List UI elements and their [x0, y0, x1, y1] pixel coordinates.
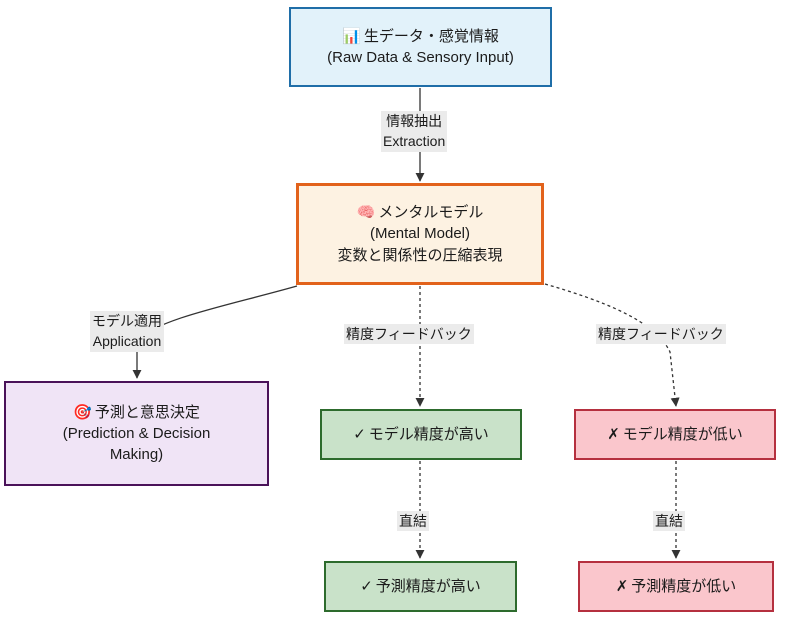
- node-model-high-line-1: ✓モデル精度が高い: [353, 424, 489, 443]
- edge-label-extraction-line-2: Extraction: [383, 133, 446, 150]
- node-model-high[interactable]: ✓モデル精度が高い: [320, 409, 522, 460]
- node-mental-model[interactable]: 🧠メンタルモデル (Mental Model) 変数と関係性の圧縮表現: [296, 183, 544, 285]
- cross-icon: ✗: [607, 424, 620, 443]
- edge-label-application-line-2: Application: [92, 333, 162, 350]
- edge-label-extraction-line-1: 情報抽出: [386, 113, 443, 129]
- node-mental-model-line-3: 変数と関係性の圧縮表現: [337, 246, 503, 264]
- edge-label-direct-left: 直結: [397, 511, 429, 532]
- node-raw-data[interactable]: 📊生データ・感覚情報 (Raw Data & Sensory Input): [289, 7, 552, 87]
- node-raw-data-line-2: (Raw Data & Sensory Input): [327, 49, 514, 66]
- edge-label-direct-right: 直結: [653, 511, 685, 532]
- node-mental-model-line-1: 🧠メンタルモデル: [356, 203, 484, 222]
- node-prediction-line-3: Making): [109, 446, 164, 464]
- node-pred-high[interactable]: ✓予測精度が高い: [324, 561, 517, 612]
- edge-label-feedback-right: 精度フィードバック: [596, 324, 726, 345]
- edge-label-application: モデル適用 Application: [90, 311, 164, 352]
- check-icon: ✓: [360, 576, 373, 595]
- target-icon: 🎯: [73, 402, 92, 421]
- edge-label-direct-right-line-1: 直結: [655, 513, 683, 529]
- node-prediction[interactable]: 🎯予測と意思決定 (Prediction & Decision Making): [4, 381, 269, 486]
- node-raw-data-line-1: 📊生データ・感覚情報: [342, 26, 499, 45]
- brain-icon: 🧠: [356, 203, 376, 222]
- cross-icon: ✗: [615, 576, 629, 595]
- edge-label-feedback-right-line-1: 精度フィードバック: [598, 326, 724, 342]
- bar-chart-icon: 📊: [342, 26, 361, 45]
- node-mental-model-line-2: (Mental Model): [369, 225, 471, 243]
- node-pred-low[interactable]: ✗予測精度が低い: [578, 561, 774, 612]
- edge-feedback-right: [544, 283, 680, 407]
- check-icon: ✓: [353, 424, 366, 443]
- node-prediction-line-2: (Prediction & Decision: [62, 424, 211, 442]
- edge-label-feedback-left: 精度フィードバック: [344, 324, 474, 345]
- node-model-low-line-1: ✗モデル精度が低い: [607, 424, 743, 443]
- edge-label-application-line-1: モデル適用: [92, 313, 162, 329]
- edge-label-extraction: 情報抽出 Extraction: [381, 111, 448, 152]
- node-pred-low-line-1: ✗予測精度が低い: [615, 576, 737, 595]
- edge-label-direct-left-line-1: 直結: [399, 513, 427, 529]
- node-model-low[interactable]: ✗モデル精度が低い: [574, 409, 776, 460]
- node-prediction-line-1: 🎯予測と意思決定: [73, 402, 200, 421]
- edge-label-feedback-left-line-1: 精度フィードバック: [346, 326, 472, 342]
- node-pred-high-line-1: ✓予測精度が高い: [360, 576, 481, 595]
